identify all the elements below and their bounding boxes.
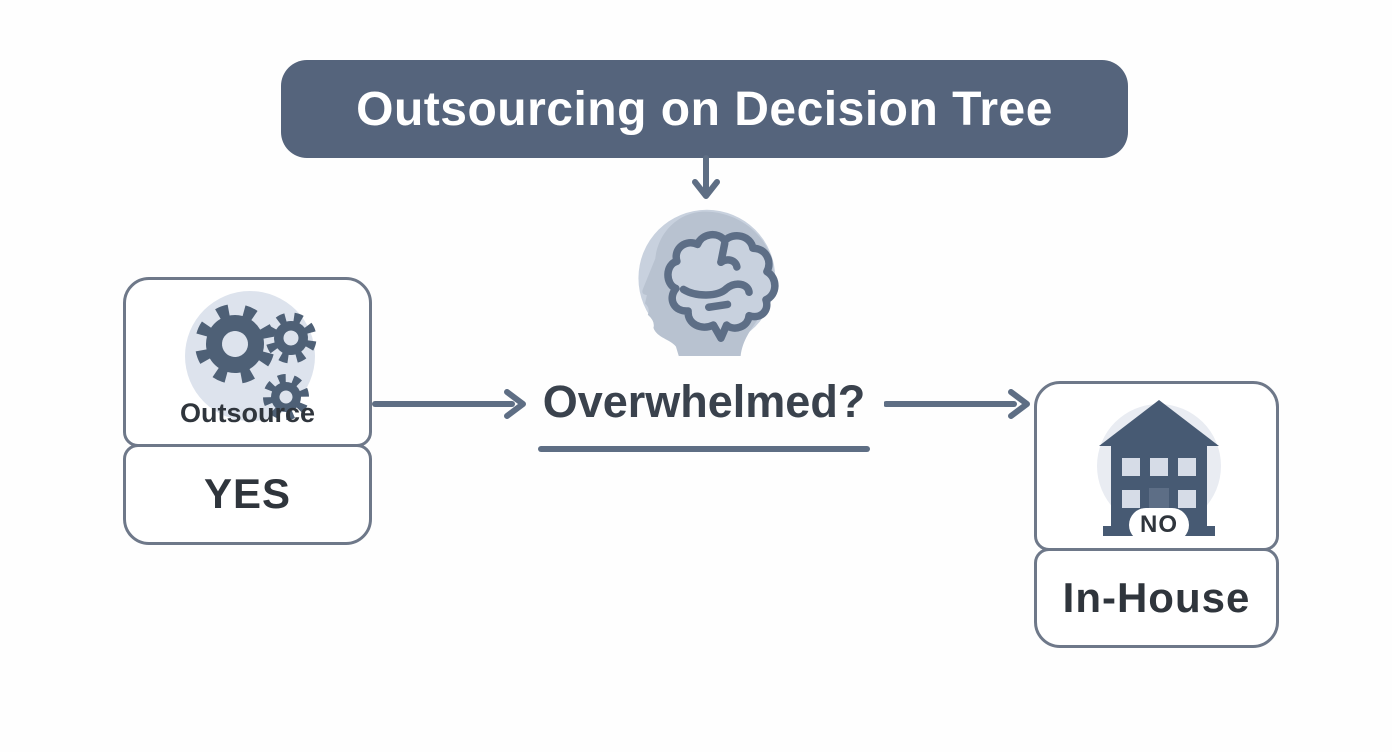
left-arrow-icon xyxy=(372,389,526,419)
brain-head-icon xyxy=(638,209,779,356)
diagram-title: Outsourcing on Decision Tree xyxy=(356,82,1053,136)
title-banner: Outsourcing on Decision Tree xyxy=(281,60,1128,158)
yes-answer: YES xyxy=(203,470,292,517)
in-house-node-bottom: In-House xyxy=(1034,547,1279,648)
outsource-node-bottom: YES xyxy=(123,443,372,545)
right-arrow-icon xyxy=(884,389,1030,419)
outsource-node-top: Outsource xyxy=(123,277,372,447)
in-house-label: In-House xyxy=(1062,573,1251,621)
no-answer: NO xyxy=(1140,511,1178,538)
in-house-node-top: NO xyxy=(1034,381,1279,551)
no-badge: NO xyxy=(1129,508,1189,542)
down-arrow-icon xyxy=(692,155,720,199)
in-house-node: NO In-House xyxy=(1034,381,1279,648)
question-text: Overwhelmed? xyxy=(542,376,866,427)
outsource-label: Outsource xyxy=(179,398,316,428)
question-underline xyxy=(538,446,870,452)
outsource-node: Outsource YES xyxy=(123,277,372,545)
gears-icon xyxy=(185,291,317,421)
